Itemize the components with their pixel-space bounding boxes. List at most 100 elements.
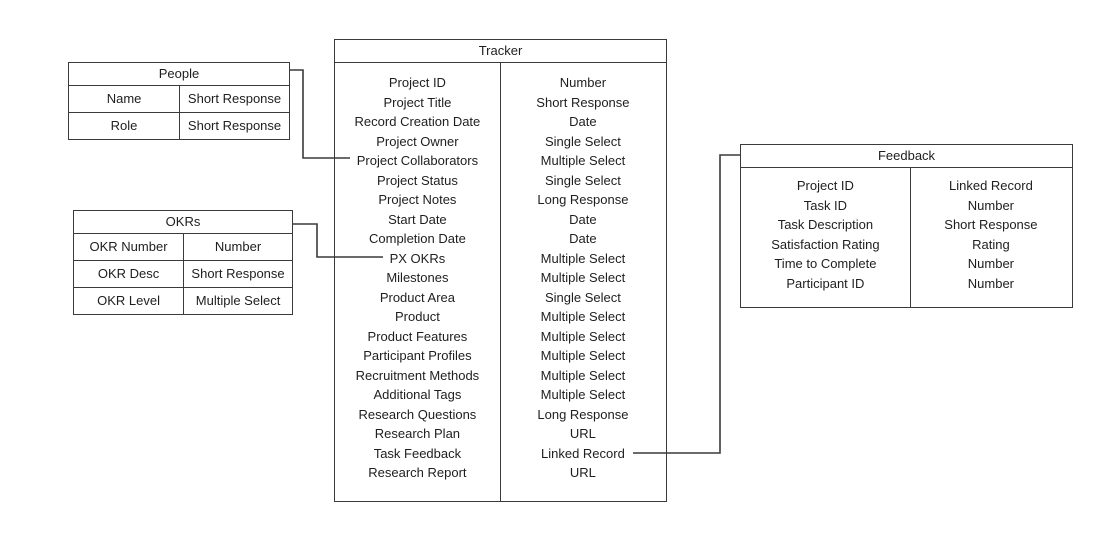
field-type-cell: Single Select — [544, 289, 621, 305]
field-type-cell: Linked Record — [948, 178, 1033, 193]
table-row: Project Notes Long Response — [335, 190, 666, 210]
field-name-cell: Research Questions — [358, 406, 477, 422]
table-row: Project Collaborators Multiple Select — [335, 151, 666, 171]
field-name-cell: Recruitment Methods — [355, 367, 480, 383]
field-type-cell: Single Select — [544, 172, 621, 188]
field-type-cell: Long Response — [537, 406, 629, 422]
field-name-cell: Additional Tags — [373, 387, 462, 402]
table-row: OKR Number Number — [74, 234, 292, 260]
table-row: Research Plan URL — [335, 424, 666, 444]
table-row: Project Owner Single Select — [335, 132, 666, 152]
table-row: Participant ID Number — [741, 274, 1072, 294]
field-name-cell: Time to Complete — [774, 256, 877, 271]
field-name-cell: Task ID — [803, 197, 848, 213]
people-table-rows: Name Short Response Role Short Response — [69, 86, 289, 139]
field-name-cell: Task Description — [777, 217, 874, 232]
field-name-cell: Participant ID — [786, 275, 865, 291]
field-name-cell: Satisfaction Rating — [771, 236, 880, 252]
field-name-cell: Record Creation Date — [354, 114, 481, 129]
field-name-cell: Completion Date — [369, 231, 466, 246]
table-row: OKR Desc Short Response — [74, 260, 292, 287]
field-type-cell: Number — [967, 256, 1015, 271]
table-row: Task ID Number — [741, 196, 1072, 216]
field-type-cell: Multiple Select — [540, 270, 626, 285]
field-type-cell: Short Response — [536, 94, 630, 110]
field-type-cell: Multiple Select — [540, 367, 626, 383]
field-name-cell: Product Area — [379, 289, 455, 305]
field-type-cell: Short Response — [187, 118, 282, 133]
table-row: Task Feedback Linked Record — [335, 444, 666, 464]
table-row: Product Multiple Select — [335, 307, 666, 327]
field-name-cell: Project Notes — [378, 192, 457, 207]
field-type-cell: Multiple Select — [540, 153, 626, 168]
field-type-cell: Short Response — [187, 91, 282, 106]
field-type-cell: Date — [569, 114, 597, 129]
field-name-cell: Project ID — [796, 178, 854, 193]
field-type-cell: Multiple Select — [540, 309, 626, 324]
okrs-table-rows: OKR Number Number OKR Desc Short Respons… — [74, 234, 292, 314]
field-type-cell: Multiple Select — [540, 387, 626, 402]
field-name-cell: OKR Desc — [74, 261, 185, 287]
tracker-table: Tracker Project ID Number Project Title … — [334, 39, 667, 502]
field-type-cell: Multiple Select — [540, 250, 626, 266]
table-row: PX OKRs Multiple Select — [335, 249, 666, 269]
field-name-cell: Task Feedback — [373, 445, 462, 461]
field-name-cell: Project Collaborators — [356, 153, 479, 168]
table-row: Completion Date Date — [335, 229, 666, 249]
field-type-cell: Date — [569, 211, 597, 227]
table-row: Product Features Multiple Select — [335, 327, 666, 347]
table-row: Research Report URL — [335, 463, 666, 483]
field-type-cell: Multiple Select — [540, 348, 626, 363]
okrs-table-title: OKRs — [74, 211, 292, 234]
table-row: Record Creation Date Date — [335, 112, 666, 132]
field-name-cell: OKR Level — [74, 288, 185, 314]
field-type-cell: Number — [967, 197, 1015, 213]
table-row: Task Description Short Response — [741, 215, 1072, 235]
field-name-cell: Role — [69, 113, 181, 139]
feedback-table-rows: Project ID Linked Record Task ID Number … — [741, 168, 1072, 307]
field-type-cell: Linked Record — [541, 445, 625, 461]
field-type-cell: Multiple Select — [540, 328, 626, 344]
field-type-cell: Multiple Select — [195, 293, 281, 308]
feedback-table: Feedback Project ID Linked Record Task I… — [740, 144, 1073, 308]
table-row: Start Date Date — [335, 210, 666, 230]
field-name-cell: Milestones — [386, 270, 449, 285]
table-row: Participant Profiles Multiple Select — [335, 346, 666, 366]
people-table: People Name Short Response Role Short Re… — [68, 62, 290, 140]
tracker-table-title: Tracker — [335, 40, 666, 63]
table-row: Project ID Number — [335, 73, 666, 93]
people-table-title: People — [69, 63, 289, 86]
field-name-cell: Research Plan — [374, 426, 461, 441]
table-row: Name Short Response — [69, 86, 289, 112]
field-type-cell: Single Select — [544, 133, 621, 149]
field-name-cell: PX OKRs — [389, 250, 446, 266]
table-row: Role Short Response — [69, 112, 289, 139]
field-name-cell: Start Date — [388, 211, 447, 227]
table-row: Milestones Multiple Select — [335, 268, 666, 288]
field-name-cell: Product Features — [367, 328, 468, 344]
field-name-cell: Project Title — [383, 94, 452, 110]
table-row: Project ID Linked Record — [741, 176, 1072, 196]
okrs-table: OKRs OKR Number Number OKR Desc Short Re… — [73, 210, 293, 315]
field-type-cell: Date — [569, 231, 597, 246]
field-type-cell: URL — [569, 465, 596, 480]
table-row: Additional Tags Multiple Select — [335, 385, 666, 405]
table-row: Satisfaction Rating Rating — [741, 235, 1072, 255]
field-name-cell: Project Status — [376, 172, 458, 188]
table-row: Research Questions Long Response — [335, 405, 666, 425]
table-row: Project Title Short Response — [335, 93, 666, 113]
field-name-cell: Participant Profiles — [363, 348, 472, 363]
feedback-table-title: Feedback — [741, 145, 1072, 168]
field-type-cell: Short Response — [191, 266, 285, 281]
table-row: Product Area Single Select — [335, 288, 666, 308]
field-type-cell: URL — [569, 426, 596, 441]
table-row: Recruitment Methods Multiple Select — [335, 366, 666, 386]
table-row: OKR Level Multiple Select — [74, 287, 292, 314]
field-name-cell: Name — [69, 86, 181, 112]
tracker-table-rows: Project ID Number Project Title Short Re… — [335, 63, 666, 501]
field-type-cell: Rating — [972, 236, 1010, 252]
field-name-cell: OKR Number — [74, 234, 185, 260]
field-type-cell: Number — [967, 275, 1015, 291]
field-type-cell: Short Response — [944, 217, 1038, 232]
